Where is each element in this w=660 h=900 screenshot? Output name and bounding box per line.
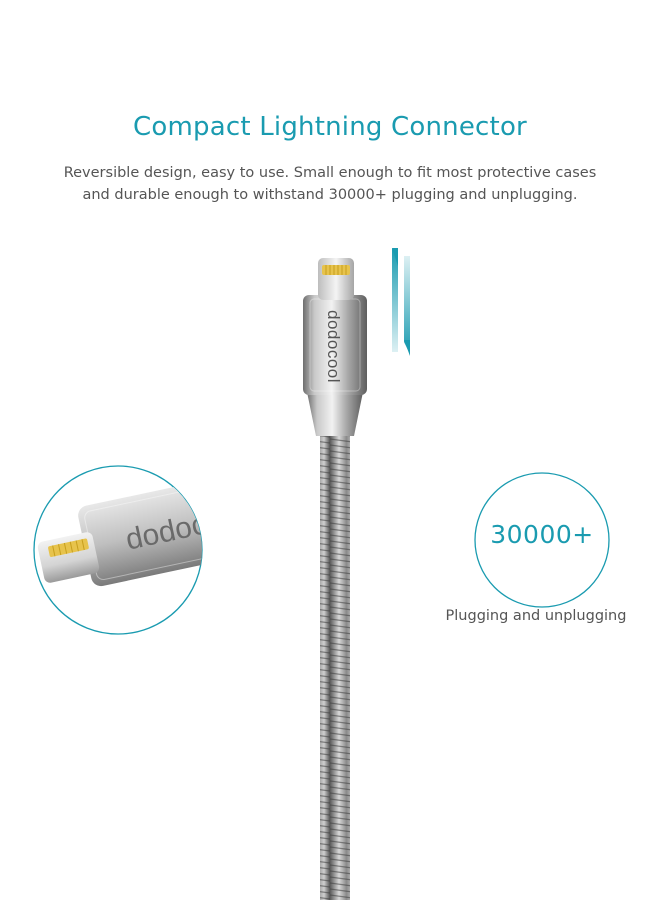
connector-pins (322, 265, 350, 275)
zoom-connector-pins (48, 538, 89, 557)
connector-zoom-circle: dodocool (33, 465, 203, 635)
description: Reversible design, easy to use. Small en… (0, 162, 660, 206)
description-line-1: Reversible design, easy to use. Small en… (63, 165, 597, 181)
brand-logo: dodocool (324, 310, 343, 383)
cable (320, 436, 350, 900)
durability-caption: Plugging and unplugging (445, 608, 627, 624)
lightning-tip (318, 258, 354, 300)
double-arrow-up-down-icon (392, 248, 410, 356)
headline: Compact Lightning Connector (133, 112, 527, 142)
lightning-connector: dodocool (303, 258, 367, 395)
connector-neck (307, 392, 363, 436)
durability-badge-circle (474, 472, 610, 608)
durability-number: 30000+ (490, 520, 594, 549)
description-line-2: and durable enough to withstand 30000+ p… (82, 187, 578, 203)
